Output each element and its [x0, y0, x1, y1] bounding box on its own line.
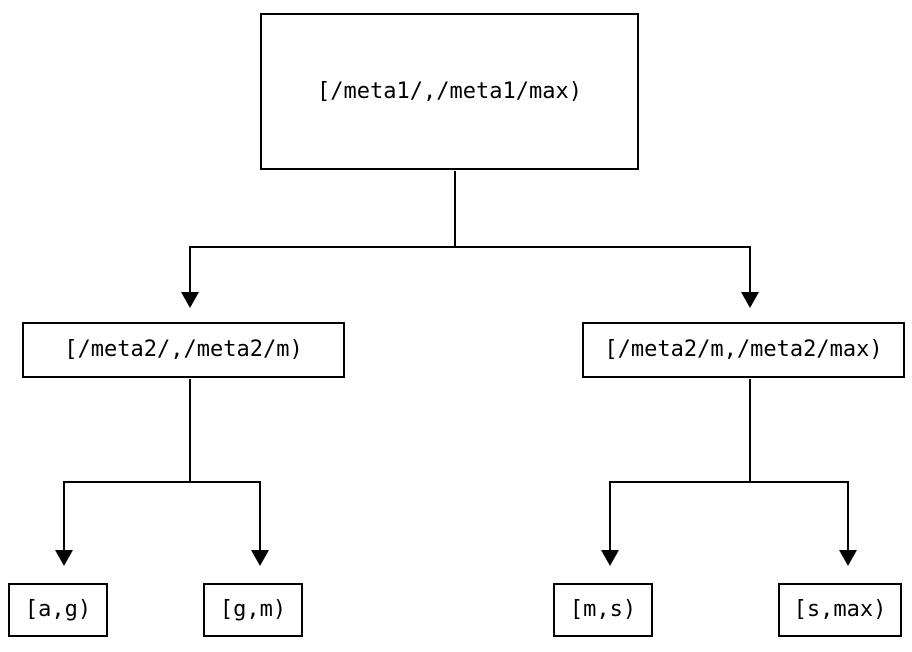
node-leaf-g-m: [g,m)	[203, 583, 303, 637]
node-leaf-m-s: [m,s)	[553, 583, 653, 637]
node-meta2-left-range: [/meta2/,/meta2/m)	[22, 322, 345, 378]
arrow-down-icon	[55, 550, 73, 566]
node-label: [/meta2/,/meta2/m)	[64, 337, 303, 362]
node-label: [g,m)	[219, 597, 287, 622]
node-root-range: [/meta1/,/meta1/max)	[260, 13, 639, 170]
node-label: [m,s)	[569, 597, 637, 622]
node-meta2-right-range: [/meta2/m,/meta2/max)	[582, 322, 905, 378]
node-label: [a,g)	[24, 597, 92, 622]
node-label: [/meta1/,/meta1/max)	[317, 78, 582, 104]
arrow-down-icon	[181, 292, 199, 308]
arrow-down-icon	[839, 550, 857, 566]
node-leaf-s-max: [s,max)	[778, 583, 902, 637]
arrow-down-icon	[741, 292, 759, 308]
node-leaf-a-g: [a,g)	[8, 583, 108, 637]
node-label: [/meta2/m,/meta2/max)	[604, 337, 883, 362]
arrow-down-icon	[251, 550, 269, 566]
node-label: [s,max)	[793, 597, 887, 622]
arrow-down-icon	[601, 550, 619, 566]
